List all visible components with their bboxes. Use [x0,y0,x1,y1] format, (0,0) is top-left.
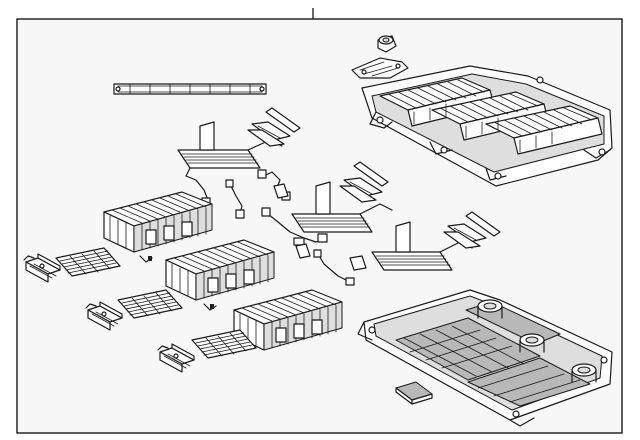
long-bus-bar-strip [113,83,267,95]
spacer-strip [465,211,501,237]
cell-connector-plate [191,329,257,359]
upper-case-cover [361,65,613,187]
cell-connector-plate [55,247,121,277]
spacer-strip [265,107,301,133]
terminal-bus-bar-plate [291,181,393,233]
terminal-bus-bar-plate [371,221,473,271]
clamp-connector [273,183,289,199]
small-cover-pad [395,381,433,405]
module-bracket [443,223,487,249]
module-bracket [247,121,291,147]
end-support-bracket [23,253,61,283]
terminal-bus-bar-plate [177,121,283,181]
module-bracket [339,177,383,203]
sensor-cap [377,35,397,53]
clamp-connector [349,255,367,271]
end-support-bracket [157,343,195,373]
cell-connector-plate [117,289,183,319]
clamp-connector [295,243,311,259]
battery-module [103,191,213,263]
spacer-strip [353,161,389,187]
battery-module [165,239,275,311]
lower-case-tray [357,289,613,427]
battery-module [233,289,343,351]
cover-insulator-plate [351,57,409,79]
end-support-bracket [85,301,123,331]
